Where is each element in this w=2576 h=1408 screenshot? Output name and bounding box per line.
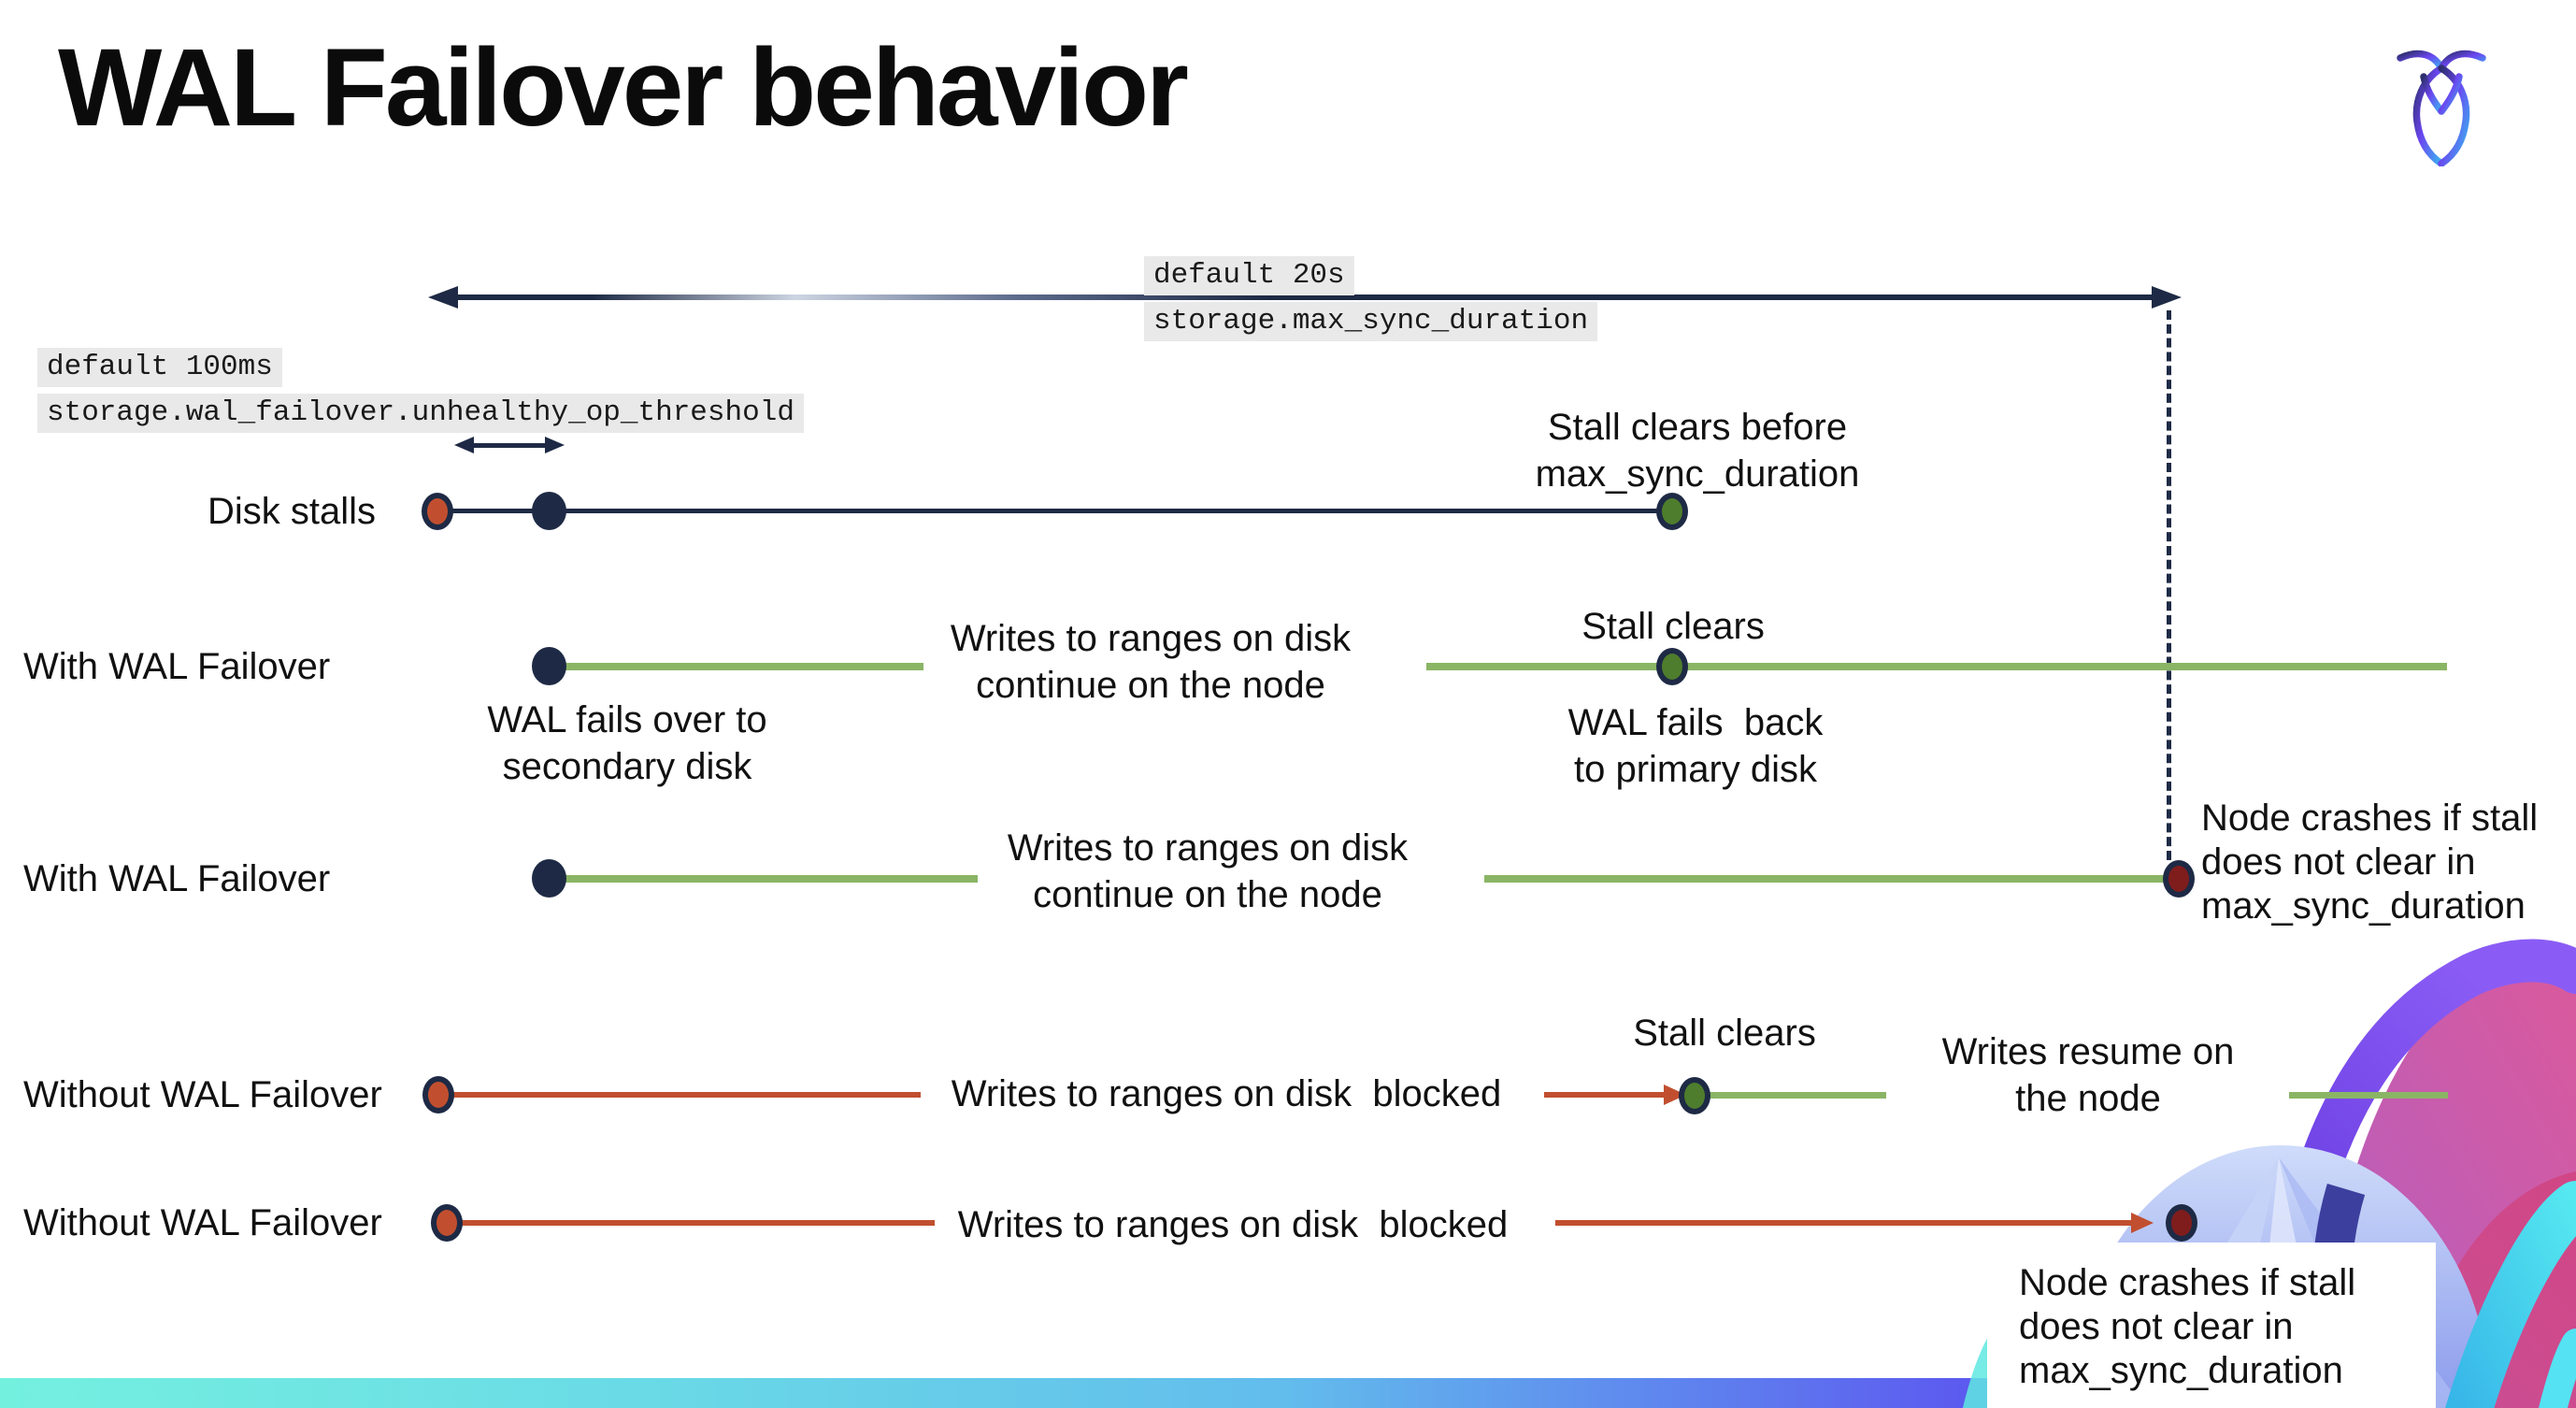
unhealthy-op-threshold-labels: default 100ms storage.wal_failover.unhea… — [37, 348, 804, 433]
node-crashes-note: Node crashes if stall does not clear in … — [2201, 797, 2539, 927]
max-sync-default-label: default 20s — [1144, 256, 1354, 295]
threshold-arrowhead-right-icon — [545, 437, 565, 453]
max-sync-setting-name: storage.max_sync_duration — [1144, 302, 1598, 341]
writes-resume-note: Writes resume on the node — [1941, 1031, 2235, 1119]
stall-clears-dot — [1656, 493, 1688, 530]
stall-clears-dot-3 — [1679, 1077, 1710, 1114]
row-label-without-wal-failover-2: Without WAL Failover — [23, 1202, 382, 1243]
stall-clears-note-2: Stall clears — [1633, 1013, 1816, 1054]
max-sync-duration-labels: default 20s storage.max_sync_duration — [1144, 256, 1598, 341]
disk-stalls-threshold-segment — [437, 509, 551, 513]
stall-clears-before-note: Stall clears before max_sync_duration — [1535, 407, 1860, 495]
threshold-default-label: default 100ms — [37, 348, 282, 387]
writes-blocked-segment-d — [1555, 1220, 2133, 1226]
node-crash-dot — [2163, 860, 2195, 898]
writes-blocked-note-2: Writes to ranges on disk blocked — [957, 1204, 1509, 1245]
writes-continue-segment-d — [1484, 875, 2167, 883]
disk-stall-dot-3 — [431, 1204, 463, 1242]
stall-clears-note: Stall clears — [1581, 606, 1765, 647]
threshold-arrowhead-left-icon — [454, 437, 474, 453]
stall-clears-dot-2 — [1656, 648, 1688, 685]
threshold-setting-name: storage.wal_failover.unhealthy_op_thresh… — [37, 394, 804, 433]
writes-continue-segment-b — [1426, 663, 2447, 670]
max-sync-deadline-connector — [2167, 310, 2171, 860]
writes-continue-segment-c — [561, 875, 978, 883]
row-label-without-wal-failover-1: Without WAL Failover — [23, 1074, 382, 1115]
writes-continue-note-2: Writes to ranges on disk continue on the… — [1007, 827, 1409, 915]
arrowhead-left-icon — [428, 286, 458, 309]
failover-event-dot — [532, 647, 566, 685]
failover-threshold-dot — [532, 492, 566, 530]
row-label-with-wal-failover-1: With WAL Failover — [23, 646, 331, 687]
artwork-teal-arc — [2445, 1181, 2576, 1408]
writes-continue-segment-a — [561, 663, 923, 670]
writes-blocked-segment-a — [451, 1092, 921, 1098]
row-label-with-wal-failover-2: With WAL Failover — [23, 858, 331, 899]
wal-fails-over-note: WAL fails over to secondary disk — [487, 699, 767, 787]
writes-blocked-note: Writes to ranges on disk blocked — [951, 1073, 1502, 1114]
arrowhead-right-icon — [2152, 286, 2182, 309]
page-title: WAL Failover behavior — [58, 26, 1189, 150]
disk-stall-start-dot — [422, 493, 453, 530]
writes-blocked-segment-b — [1544, 1092, 1666, 1098]
row-label-disk-stalls: Disk stalls — [208, 491, 377, 532]
writes-blocked-segment-c — [460, 1220, 935, 1226]
failover-event-dot-2 — [532, 859, 566, 898]
writes-resume-segment-a — [1709, 1092, 1886, 1099]
node-crash-dot-2 — [2166, 1204, 2197, 1242]
disk-stalls-timeline-segment — [551, 509, 1672, 513]
node-crashes-note-2: Node crashes if stall does not clear in … — [2019, 1262, 2356, 1391]
max-sync-duration-arrow — [456, 295, 2154, 300]
writes-resume-segment-b — [2289, 1092, 2448, 1099]
blocked-arrowhead-icon-2 — [2131, 1213, 2154, 1233]
node-crashes-callout: Node crashes if stall does not clear in … — [1987, 1243, 2436, 1408]
cockroachdb-logo-icon — [2397, 50, 2486, 166]
writes-continue-note: Writes to ranges on disk continue on the… — [950, 618, 1352, 706]
wal-fails-back-note: WAL fails back to primary disk — [1567, 702, 1824, 790]
disk-stall-dot-2 — [422, 1076, 454, 1113]
threshold-arrow — [471, 443, 546, 448]
